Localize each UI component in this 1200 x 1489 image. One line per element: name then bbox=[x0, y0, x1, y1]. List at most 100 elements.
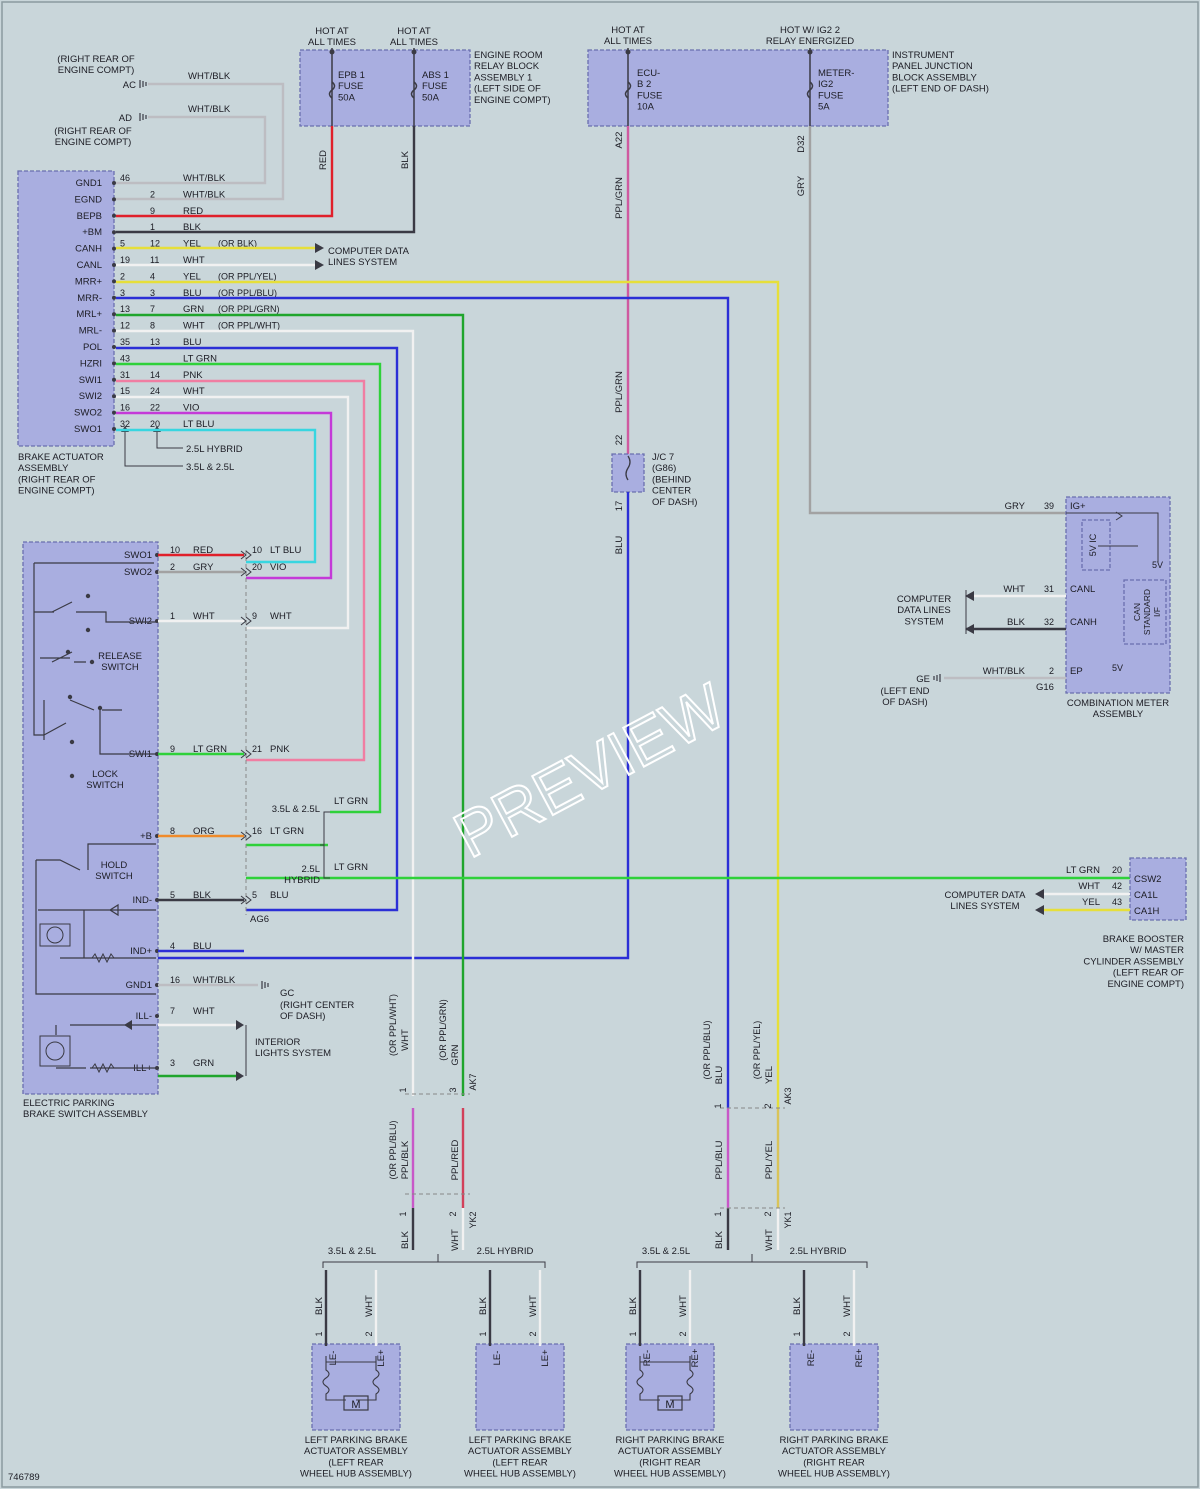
wire-color-label: BLU bbox=[183, 337, 202, 348]
pin-number: 10 bbox=[170, 545, 180, 555]
led-icon bbox=[46, 926, 64, 944]
wire-color-label: WHT bbox=[1078, 881, 1100, 892]
wire-color-label: BLK bbox=[478, 1296, 489, 1315]
wire-color-label: GRY bbox=[193, 562, 214, 573]
wire-color-label: BLK bbox=[400, 1230, 411, 1249]
node-dot bbox=[411, 49, 417, 55]
actuator-pin-swi2: SWI2 bbox=[79, 391, 102, 402]
contact-dot bbox=[69, 773, 75, 779]
connector-pin bbox=[240, 616, 252, 626]
connector-label: AK7 bbox=[468, 1073, 478, 1090]
pin-label: 17 bbox=[614, 501, 625, 512]
pin-number: 1 bbox=[398, 1211, 408, 1216]
actuator-pin-mrr-: MRR- bbox=[77, 293, 102, 304]
pin-number: 16 bbox=[120, 403, 130, 413]
wire-color-label: BLK bbox=[1007, 617, 1026, 628]
wire-variant: (OR PPL/WHT) bbox=[388, 994, 398, 1056]
pin-dot bbox=[155, 1066, 159, 1070]
pin-dot bbox=[112, 361, 116, 366]
pin-number: 16 bbox=[252, 826, 262, 836]
pin-number: 1 bbox=[170, 611, 175, 621]
pin-number: 15 bbox=[120, 386, 130, 396]
pin-number: 12 bbox=[120, 321, 130, 331]
ground-icon bbox=[933, 674, 941, 682]
wire-color-label: GRN bbox=[193, 1058, 214, 1069]
pin-dot bbox=[112, 427, 116, 431]
ground-icon bbox=[139, 113, 147, 121]
wire-color-label: BLU bbox=[270, 890, 289, 901]
pin-number: 8 bbox=[170, 826, 175, 836]
wire-color-label: BLU bbox=[183, 288, 202, 299]
wire-blu-indp bbox=[116, 492, 630, 960]
pin-dot bbox=[112, 230, 116, 235]
ic-label: 5V IC bbox=[1088, 533, 1098, 556]
wire-color-label: BLK bbox=[183, 222, 202, 233]
pin-number: 2 bbox=[364, 1331, 374, 1336]
pin-number: 2 bbox=[150, 189, 155, 199]
wire-vio-swo2 bbox=[116, 411, 333, 580]
wire-color-label: BLK bbox=[792, 1296, 803, 1315]
voltage-label: 5V bbox=[1112, 663, 1123, 673]
ground-label: AC bbox=[123, 80, 136, 91]
resistor-icon bbox=[91, 952, 115, 1074]
actuator-pin-pol: POL bbox=[83, 342, 102, 353]
wire-color-label: WHT bbox=[678, 1295, 689, 1317]
wire-color-label: WHT bbox=[193, 611, 215, 622]
actuator-pin: LE+ bbox=[540, 1349, 551, 1367]
legend-label: 3.5L & 2.5L bbox=[186, 462, 234, 473]
wire-color-label: WHT bbox=[193, 1006, 215, 1017]
pin-number: 35 bbox=[120, 337, 130, 347]
wire-color-label: ORG bbox=[193, 826, 215, 837]
pin-number: 1 bbox=[150, 222, 155, 232]
junction-block-box bbox=[587, 49, 889, 127]
pin-number: 9 bbox=[170, 744, 175, 754]
parking-brake-actuator-3 bbox=[789, 1343, 879, 1431]
pin-dot bbox=[155, 1014, 159, 1018]
brake-booster-box bbox=[1129, 857, 1187, 921]
wire-color-label: LT BLU bbox=[270, 545, 301, 556]
wire-color-label: RED bbox=[318, 150, 329, 170]
actuator-pin: LE- bbox=[492, 1351, 503, 1366]
pin-number: 13 bbox=[120, 304, 130, 314]
pin-dot bbox=[112, 263, 116, 267]
arrow-icon bbox=[965, 591, 974, 634]
contact-dot bbox=[89, 659, 95, 665]
node-dot bbox=[329, 49, 335, 55]
wire-color-label: GRN bbox=[183, 304, 204, 315]
meter-pin-canl: CANL bbox=[1070, 584, 1095, 595]
wire-color-label: PPL/BLK bbox=[400, 1140, 411, 1179]
actuator-pin-bepb: BEPB bbox=[77, 211, 102, 222]
pin-number: 1 bbox=[713, 1103, 723, 1108]
wire-color-label: LT BLU bbox=[183, 419, 214, 430]
diode-icon bbox=[124, 1020, 132, 1030]
wire-yel-mrrp bbox=[116, 280, 780, 1108]
wire-wht-mrlm bbox=[116, 329, 415, 1096]
switch-schematic bbox=[33, 562, 156, 755]
variant-label: 2.5L HYBRID bbox=[790, 1246, 847, 1257]
diagram-id: 746789 bbox=[8, 1472, 40, 1483]
actuator-pin-swi1: SWI1 bbox=[79, 375, 102, 386]
wire-variant: (OR PPL/BLU) bbox=[702, 1020, 712, 1079]
jc-icon bbox=[625, 455, 631, 481]
pin-number: 31 bbox=[1044, 584, 1054, 594]
wire-color-label: WHT bbox=[764, 1229, 775, 1251]
pin-number: 42 bbox=[1112, 881, 1122, 891]
wire-color-label: WHT/BLK bbox=[193, 975, 236, 986]
pin-number: 4 bbox=[170, 941, 175, 951]
wire-color-label: BLK bbox=[314, 1296, 325, 1315]
